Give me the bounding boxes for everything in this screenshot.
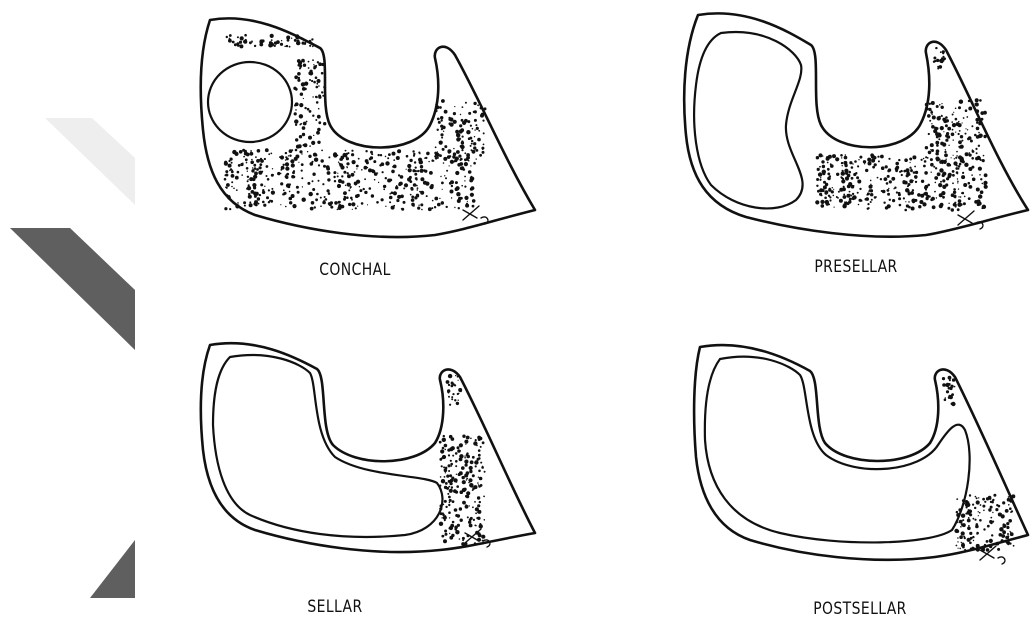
background-decoration: [0, 0, 140, 634]
panel-sellar: SELLAR: [195, 335, 545, 625]
panel-postsellar: POSTSELLAR: [690, 335, 1034, 630]
sphenoid-diagram-presellar: [676, 5, 1034, 245]
panel-label-conchal: CONCHAL: [248, 260, 461, 280]
sphenoid-diagram-sellar: [195, 335, 545, 575]
panel-label-postsellar: POSTSELLAR: [753, 599, 966, 619]
panel-conchal: CONCHAL: [195, 10, 545, 290]
sinus-cavity: [694, 32, 802, 208]
panel-label-sellar: SELLAR: [228, 597, 441, 617]
panel-presellar: PRESELLAR: [676, 5, 1034, 290]
sinus-cavity: [213, 355, 442, 537]
dark-gray-triangle: [90, 540, 135, 598]
sphenoid-diagram-postsellar: [690, 335, 1034, 575]
sphenoid-diagram-conchal: [195, 10, 545, 250]
light-gray-stripe: [45, 118, 135, 205]
dark-gray-stripe: [10, 228, 135, 350]
sinus-cavity: [208, 62, 292, 142]
panel-label-presellar: PRESELLAR: [749, 257, 962, 277]
